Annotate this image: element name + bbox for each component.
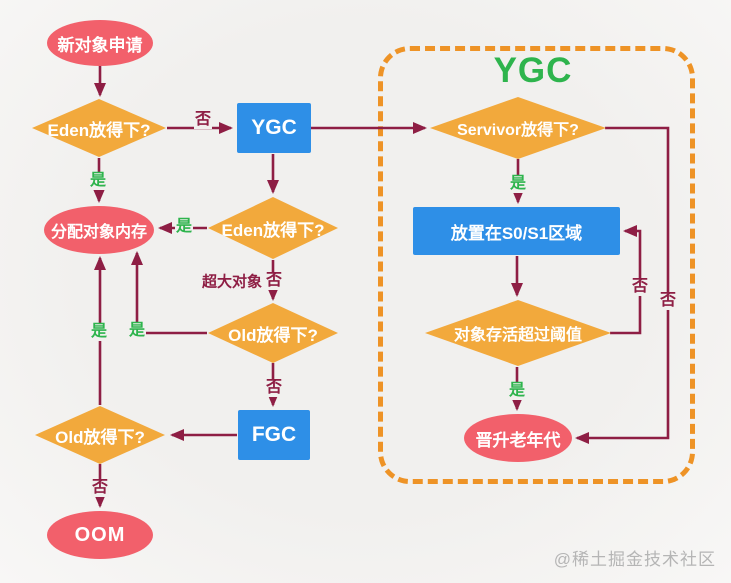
edge-survivor-promote — [575, 126, 670, 444]
edge-old1-alloc — [131, 251, 207, 335]
node-label: Servivor放得下? — [457, 122, 579, 139]
edge-label-yes-eden1: 是 — [88, 172, 108, 190]
edge-label-no-old2: 否 — [90, 479, 110, 497]
node-label: 分配对象内存 — [50, 224, 147, 241]
node-label: YGC — [251, 116, 297, 139]
node-oom: OOM — [47, 511, 153, 559]
node-promote-to-old-gen: 晋升老年代 — [464, 414, 572, 462]
node-label: FGC — [251, 423, 297, 446]
node-label: OOM — [74, 523, 126, 546]
edge-label-yes-eden2: 是 — [174, 218, 194, 236]
edge-label-no-eden2: 否 — [264, 272, 284, 290]
juejin-watermark: @稀土掘金技术社区 — [553, 550, 716, 569]
node-label: Old放得下? — [228, 325, 318, 345]
node-ygc-process: YGC — [237, 103, 311, 153]
node-label: Eden放得下? — [221, 220, 325, 240]
node-label: Old放得下? — [55, 427, 145, 447]
edge-label-no-survivor: 否 — [658, 292, 678, 310]
node-place-in-s0s1: 放置在S0/S1区域 — [413, 207, 620, 255]
edge-label-yes-old1: 是 — [127, 322, 147, 340]
node-label: 晋升老年代 — [475, 430, 561, 450]
node-fgc-process: FGC — [238, 410, 310, 460]
ygc-group-container — [378, 46, 695, 484]
edge-label-no-old1: 否 — [264, 379, 284, 397]
edge-label-yes-threshold: 是 — [507, 382, 527, 400]
node-label: 放置在S0/S1区域 — [450, 223, 583, 243]
edge-label-yes-old2: 是 — [89, 323, 109, 341]
edge-label-no-eden1: 否 — [193, 111, 213, 129]
edge-label-yes-survivor: 是 — [508, 175, 528, 193]
edge-label-no-threshold: 否 — [630, 278, 650, 296]
node-new-object-request: 新对象申请 — [47, 20, 153, 66]
node-label: 新对象申请 — [57, 35, 143, 55]
edge-label-huge-object: 超大对象 — [201, 270, 263, 292]
ygc-group-title: YGC — [493, 51, 573, 90]
node-allocate-object-memory: 分配对象内存 — [44, 206, 154, 254]
node-label: 对象存活超过阈值 — [453, 327, 582, 344]
node-label: Eden放得下? — [47, 120, 151, 140]
